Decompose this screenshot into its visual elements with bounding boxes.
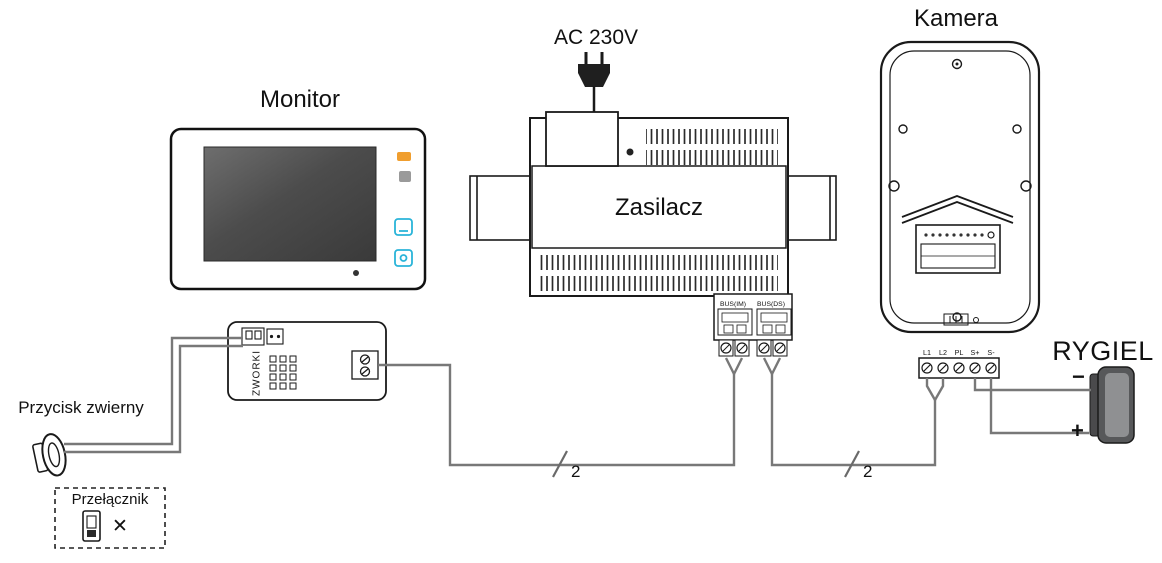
strike-plus-sign: + <box>1071 418 1084 443</box>
button-wire-2 <box>64 344 243 454</box>
ac-power-label: AC 230V <box>553 26 639 49</box>
door-button-label: Przycisk zwierny <box>18 398 144 417</box>
switch-label: Przełącznik <box>71 491 149 508</box>
monitor-screen <box>203 146 377 262</box>
junction-output-terminal <box>351 350 379 380</box>
supply-label-area <box>531 165 787 249</box>
camera-bus-wire <box>770 374 937 467</box>
camera-terminal-strip: L1 L2 PL S+ S- <box>918 348 1000 379</box>
camera-screw-holes <box>888 58 1032 322</box>
monitor-mic-dot <box>353 270 359 276</box>
slash-right <box>844 450 860 478</box>
jumper-pin-grid <box>269 355 297 390</box>
terminal-label-splus: S+ <box>971 348 980 357</box>
monitor-label: Monitor <box>259 86 341 113</box>
terminal-label-sminus: S- <box>987 348 995 357</box>
strike-minus-sign: − <box>1072 364 1085 389</box>
ac-plug-icon <box>578 52 610 112</box>
supply-input-module <box>545 111 619 167</box>
rocker-switch-icon <box>82 510 101 542</box>
jumpers-label: ZWORKI <box>251 350 263 396</box>
strike-wire-plus <box>989 378 1089 435</box>
wires <box>64 336 1091 467</box>
wire-count-left: 2 <box>571 462 581 481</box>
camera-speaker-module <box>915 224 1001 274</box>
bus-im-stubs <box>724 357 744 375</box>
camera-label: Kamera <box>913 5 999 32</box>
switch-option-box <box>54 487 166 549</box>
wire-count-slashes <box>552 450 860 478</box>
supply-led-dot <box>626 148 634 156</box>
door-button-icon <box>32 433 67 477</box>
button-wire-1 <box>64 336 243 446</box>
strike-label: RYGIEL <box>1052 336 1154 366</box>
monitor-device <box>169 127 427 291</box>
junction-module <box>227 321 387 401</box>
slash-left <box>552 450 568 478</box>
switch-cross-mark: ✕ <box>112 516 128 537</box>
electric-strike <box>1089 366 1135 444</box>
bus-ds-label: BUS(DS) <box>757 301 785 308</box>
monitor-bus-wire <box>378 363 736 467</box>
camera-device: L1 L2 PL S+ S- <box>879 40 1041 379</box>
terminal-label-l1: L1 <box>923 348 931 357</box>
bus-im-label: BUS(IM) <box>720 301 746 308</box>
monitor-speaker-icon <box>399 171 411 182</box>
strike-wire-minus <box>973 378 1091 392</box>
wire-count-right: 2 <box>863 462 873 481</box>
monitor-intercom-icon <box>394 218 413 236</box>
monitor-unlock-icon <box>394 249 413 267</box>
terminal-label-pl: PL <box>955 348 964 357</box>
bus-terminal-box: BUS(IM) BUS(DS) <box>713 293 793 357</box>
bus-ds-stubs <box>762 357 782 375</box>
power-supply <box>529 111 789 297</box>
camera-bottom-connector <box>943 313 979 326</box>
terminal-label-l2: L2 <box>939 348 947 357</box>
power-supply-label: Zasilacz <box>614 194 704 221</box>
camera-roof-chevron <box>901 195 1014 224</box>
monitor-status-icon <box>397 152 411 161</box>
camera-terminal-stubs <box>925 378 945 401</box>
bus-screw-terminals <box>718 339 788 357</box>
